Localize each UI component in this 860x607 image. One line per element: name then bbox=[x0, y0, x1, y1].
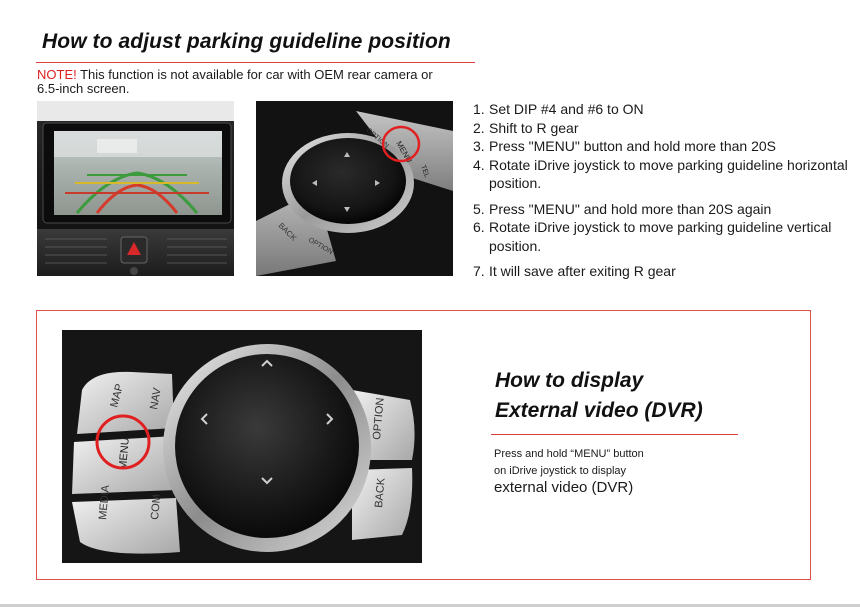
highlight-circle bbox=[381, 125, 421, 163]
highlight-circle-large bbox=[95, 414, 151, 470]
note-label: NOTE! bbox=[37, 67, 77, 82]
photo-idrive-knob-menu-small: OPTION MENU TEL BACK OPTION bbox=[256, 101, 453, 276]
note-body: This function is not available for car w… bbox=[37, 67, 433, 96]
menu-label-large: MENU bbox=[117, 437, 132, 470]
list-item: 5.Press "MENU" and hold more than 20S ag… bbox=[473, 200, 772, 217]
media-label: MEDIA bbox=[97, 484, 112, 520]
nav-label: NAV bbox=[148, 386, 164, 410]
title-line: How to display bbox=[495, 369, 644, 392]
back-label-large: BACK bbox=[373, 477, 388, 509]
list-item: 1.Set DIP #4 and #6 to ON bbox=[473, 101, 644, 117]
list-item: 6.Rotate iDrive joystick to move parking… bbox=[473, 219, 832, 254]
desc-line: Press and hold “MENU” button bbox=[494, 448, 644, 460]
steps-list: 1.Set DIP #4 and #6 to ON 2.Shift to R g… bbox=[473, 100, 853, 281]
desc-line: on iDrive joystick to display bbox=[494, 465, 627, 477]
section-title-parking-guideline: How to adjust parking guideline position bbox=[42, 30, 451, 53]
list-item: 4.Rotate iDrive joystick to move parking… bbox=[473, 156, 848, 192]
photo-idrive-knob-menu-large: MAP NAV MENU MEDIA COM OPTION BACK bbox=[62, 330, 422, 563]
page-bottom-border bbox=[0, 604, 860, 607]
option-label-large: OPTION bbox=[371, 397, 387, 440]
title-underline bbox=[36, 62, 475, 63]
photo-rear-camera-screen bbox=[37, 101, 234, 276]
list-item: 2.Shift to R gear bbox=[473, 119, 579, 136]
title-line: External video (DVR) bbox=[495, 399, 703, 422]
list-item: 7.It will save after exiting R gear bbox=[473, 263, 676, 279]
com-label: COM bbox=[149, 494, 163, 521]
dvr-description: Press and hold “MENU” button on iDrive j… bbox=[494, 446, 644, 496]
title-underline bbox=[491, 434, 738, 435]
tel-label: TEL bbox=[419, 164, 430, 179]
section-title-dvr: How to display External video (DVR) bbox=[495, 366, 703, 426]
map-label: MAP bbox=[108, 383, 126, 409]
note-text: NOTE! This function is not available for… bbox=[37, 68, 437, 96]
dvr-section-box bbox=[36, 310, 811, 580]
desc-line: external video (DVR) bbox=[494, 479, 634, 496]
list-item: 3.Press "MENU" button and hold more than… bbox=[473, 138, 776, 154]
